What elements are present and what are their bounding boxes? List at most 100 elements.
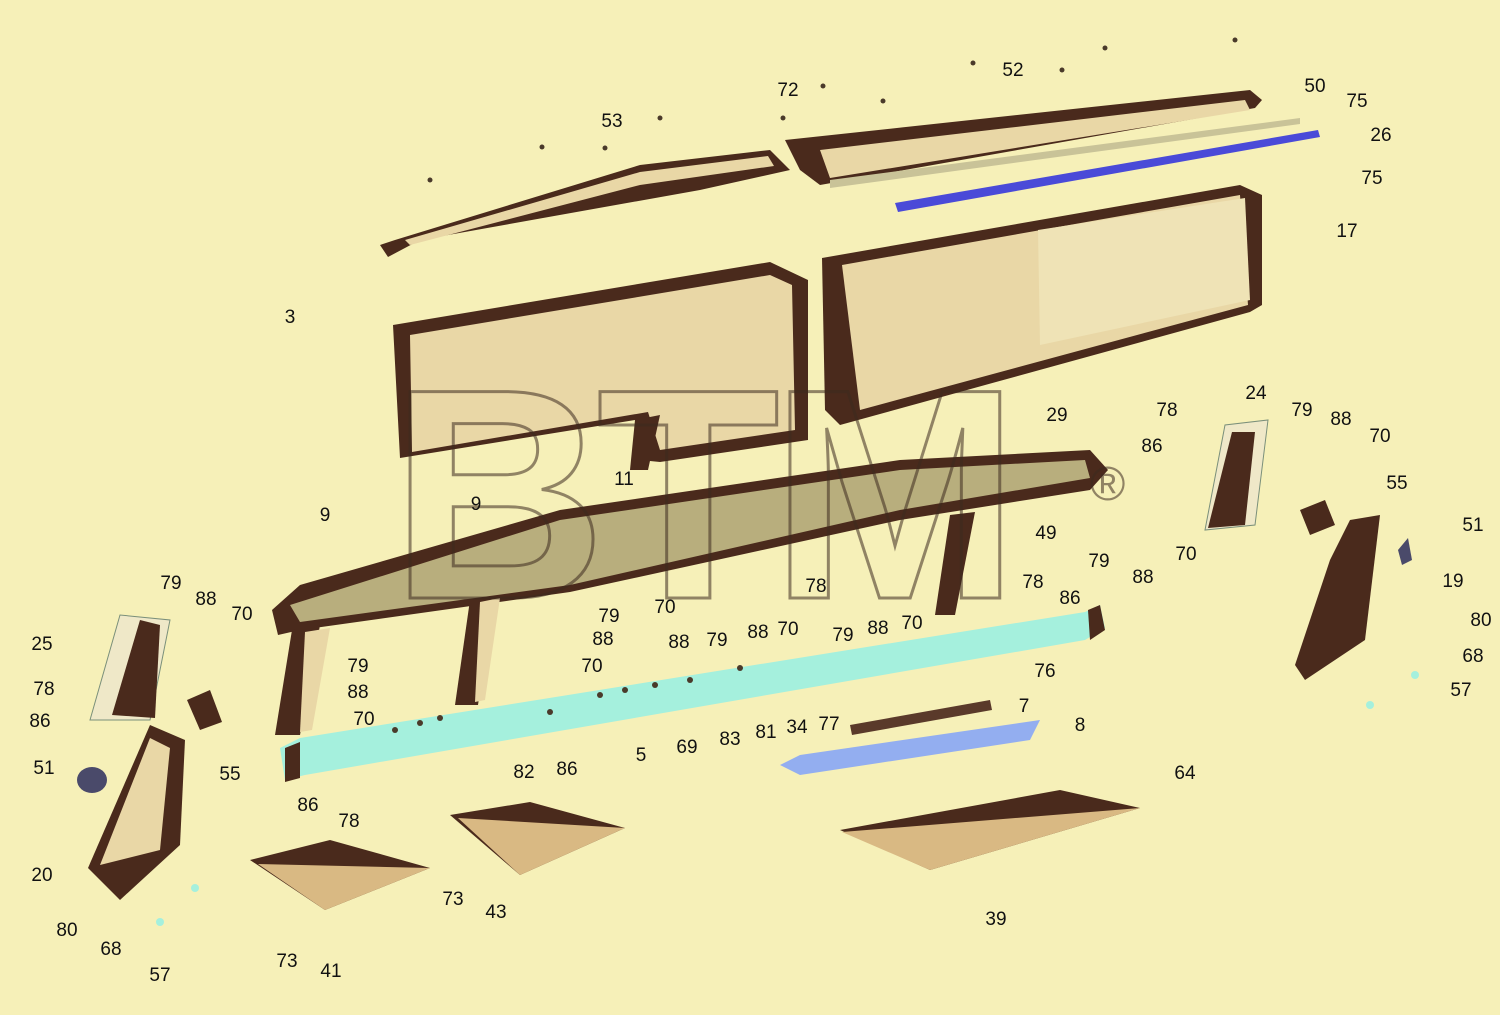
callout-78: 78 (1022, 572, 1043, 593)
callout-78: 78 (805, 576, 826, 597)
callout-82: 82 (513, 762, 534, 783)
callout-70: 70 (654, 597, 675, 618)
callout-70: 70 (777, 619, 798, 640)
callout-88: 88 (1330, 409, 1351, 430)
callout-70: 70 (1175, 544, 1196, 565)
callout-8: 8 (1075, 715, 1086, 736)
callout-79: 79 (832, 625, 853, 646)
callout-86: 86 (1141, 436, 1162, 457)
callout-51: 51 (33, 758, 54, 779)
callout-70: 70 (1369, 426, 1390, 447)
callout-76: 76 (1034, 661, 1055, 682)
callout-5: 5 (636, 745, 647, 766)
block-55-left (187, 690, 222, 730)
callout-9: 9 (471, 494, 482, 515)
btm-watermark: BTM ® (389, 325, 1126, 664)
callout-75: 75 (1346, 91, 1367, 112)
callout-3: 3 (285, 307, 296, 328)
bracket-24 (1204, 419, 1269, 531)
callout-78: 78 (1156, 400, 1177, 421)
callout-78: 78 (338, 811, 359, 832)
callout-79: 79 (598, 606, 619, 627)
callout-68: 68 (100, 939, 121, 960)
callout-86: 86 (29, 711, 50, 732)
callout-49: 49 (1035, 523, 1056, 544)
callout-70: 70 (353, 709, 374, 730)
panel-left (393, 262, 808, 462)
watermark-text: BTM (390, 326, 1010, 662)
callout-9: 9 (320, 505, 331, 526)
callout-68: 68 (1462, 646, 1483, 667)
callout-81: 81 (755, 722, 776, 743)
callout-86: 86 (556, 759, 577, 780)
seal-51-left (77, 767, 107, 793)
callout-55: 55 (1386, 473, 1407, 494)
callout-69: 69 (676, 737, 697, 758)
callout-86: 86 (297, 795, 318, 816)
callout-50: 50 (1304, 76, 1325, 97)
clip-51-right (1398, 538, 1412, 565)
callout-17: 17 (1336, 221, 1357, 242)
callout-88: 88 (1132, 567, 1153, 588)
callout-34: 34 (786, 717, 808, 738)
callout-19: 19 (1442, 571, 1463, 592)
callout-73: 73 (442, 889, 463, 910)
hinge (850, 700, 992, 735)
callout-79: 79 (1291, 400, 1312, 421)
callout-57: 57 (149, 965, 170, 986)
callout-79: 79 (160, 573, 181, 594)
callout-80: 80 (56, 920, 77, 941)
light-blue-strip (780, 720, 1040, 775)
tray-41 (250, 840, 430, 910)
callout-51: 51 (1462, 515, 1483, 536)
cover-20 (88, 725, 185, 900)
callout-83: 83 (719, 729, 740, 750)
callout-20: 20 (31, 865, 52, 886)
callout-78: 78 (33, 679, 54, 700)
callout-24: 24 (1245, 383, 1267, 404)
callout-29: 29 (1046, 405, 1067, 426)
callout-39: 39 (985, 909, 1006, 930)
blue-strip (895, 130, 1320, 212)
top-trim-left (380, 150, 790, 257)
callout-26: 26 (1370, 125, 1391, 146)
bracket-25 (89, 614, 171, 721)
callout-79: 79 (347, 656, 368, 677)
callout-88: 88 (867, 618, 888, 639)
callout-11: 11 (614, 469, 634, 490)
callout-64: 64 (1174, 763, 1196, 784)
callout-77: 77 (818, 714, 839, 735)
callout-25: 25 (31, 634, 52, 655)
callout-88: 88 (347, 682, 368, 703)
callout-41: 41 (320, 961, 341, 982)
cyan-rail (280, 605, 1105, 782)
block-55-right (1300, 500, 1335, 535)
tray-39 (840, 790, 1140, 870)
callout-75: 75 (1361, 168, 1382, 189)
tray-43 (450, 802, 625, 875)
callout-88: 88 (747, 622, 768, 643)
panel-right (822, 185, 1262, 425)
callout-88: 88 (668, 632, 689, 653)
callout-52: 52 (1002, 60, 1023, 81)
callout-70: 70 (581, 656, 602, 677)
callout-88: 88 (592, 629, 613, 650)
top-trim-right (785, 90, 1300, 188)
callout-55: 55 (219, 764, 240, 785)
callout-79: 79 (1088, 551, 1109, 572)
callout-70: 70 (901, 613, 922, 634)
callout-80: 80 (1470, 610, 1491, 631)
callout-43: 43 (485, 902, 506, 923)
frame-legs (275, 415, 975, 735)
callout-79: 79 (706, 630, 727, 651)
callout-53: 53 (601, 111, 622, 132)
cover-19 (1295, 515, 1380, 680)
callout-57: 57 (1450, 680, 1471, 701)
fasteners (156, 37, 1419, 926)
callout-73: 73 (276, 951, 297, 972)
callout-88: 88 (195, 589, 216, 610)
callout-72: 72 (777, 80, 798, 101)
watermark-registered-mark: ® (1090, 458, 1125, 511)
